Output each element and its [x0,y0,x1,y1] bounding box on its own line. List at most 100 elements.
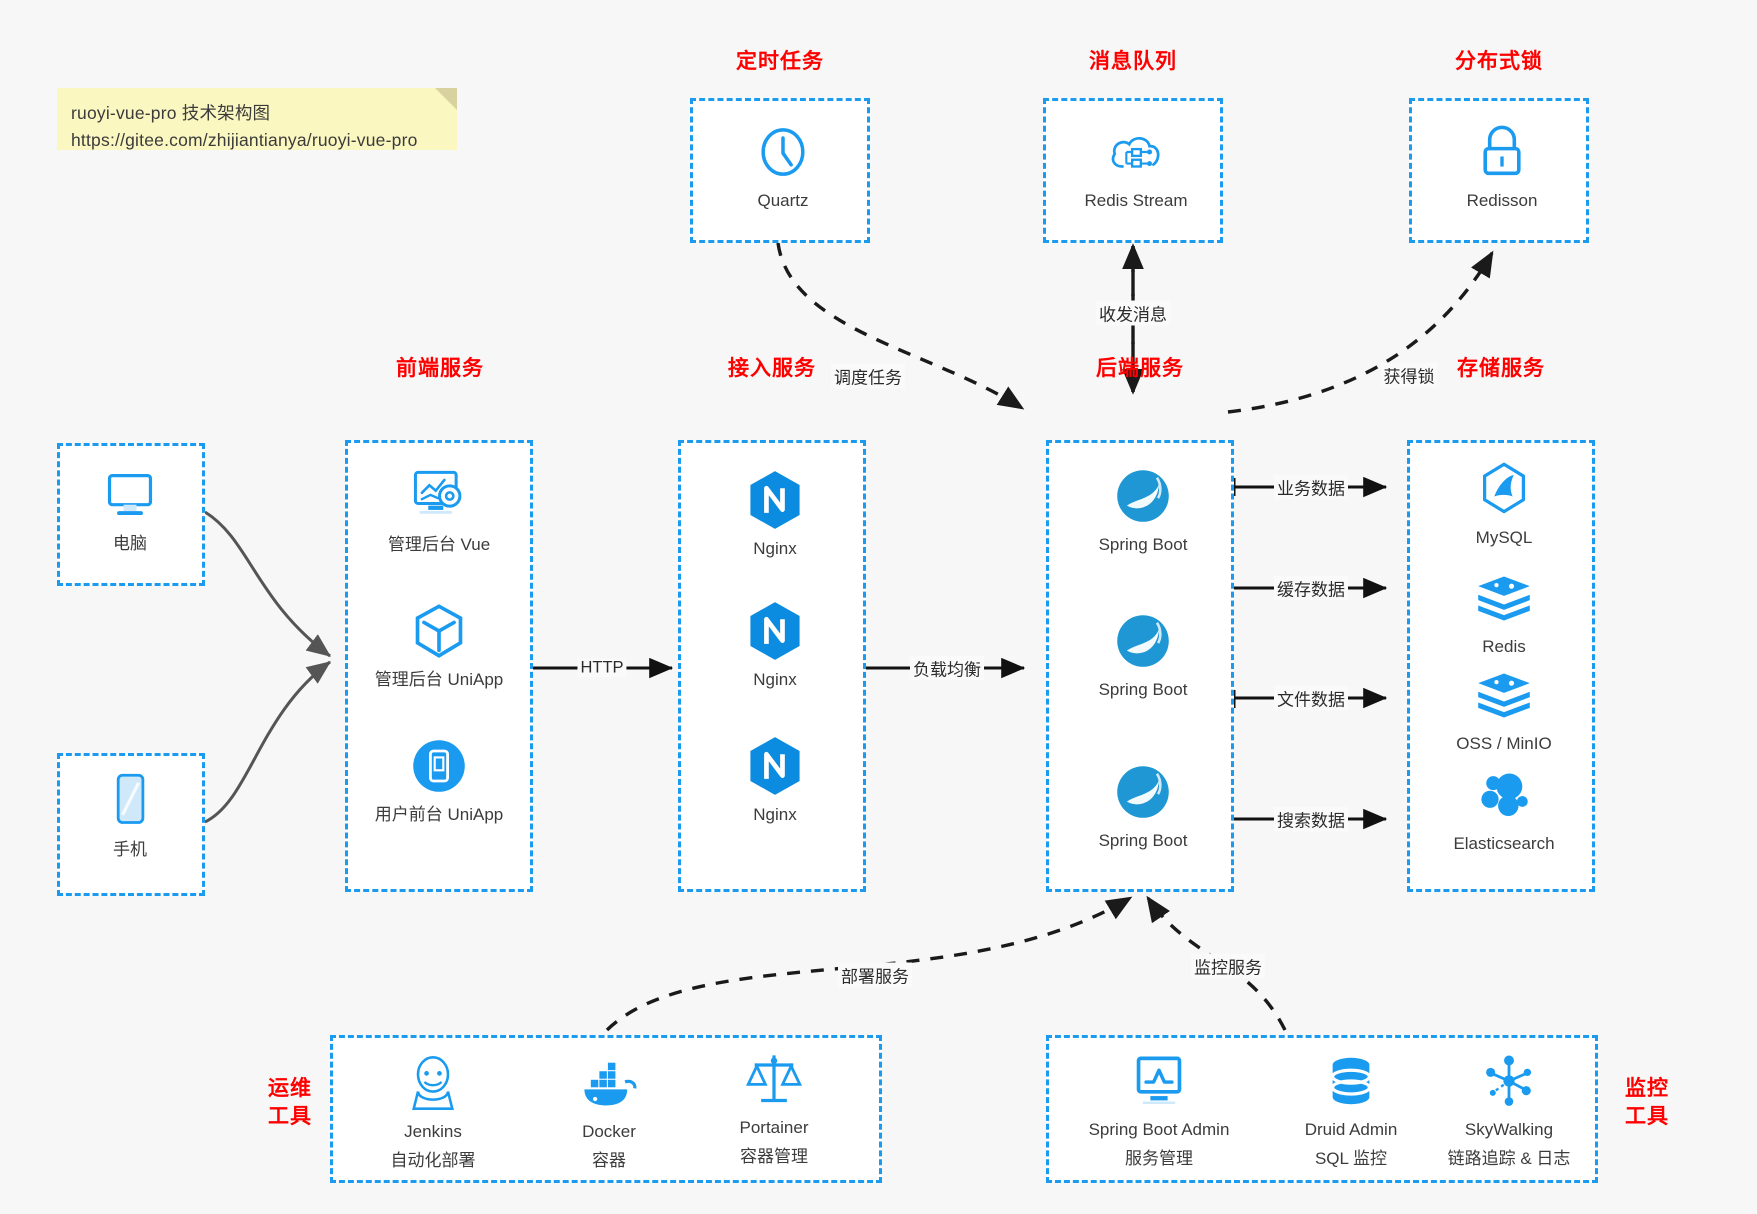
node-admin-uniapp[interactable]: 管理后台 UniApp [364,600,514,691]
node-label: Nginx [753,805,797,824]
node-label: Jenkins [404,1122,462,1141]
node-label: 管理后台 UniApp [374,670,504,689]
group-box-frontend: 管理后台 Vue 管理后台 UniApp 用户前台 UniApp [345,440,533,892]
node-label: 手机 [113,840,147,859]
edge-label-search-data: 搜索数据 [1274,806,1348,832]
node-mobile[interactable]: 手机 [59,770,201,861]
node-sublabel: 服务管理 [1125,1149,1193,1169]
node-mysql[interactable]: MySQL [1429,458,1579,549]
node-label: Spring Boot [1098,535,1188,554]
group-title-monitor-line2: 工具 [1625,1105,1669,1129]
node-label: Docker [582,1122,636,1141]
group-title-lock: 分布式锁 [1455,50,1543,73]
node-user-uniapp[interactable]: 用户前台 UniApp [364,735,514,826]
node-label: Druid Admin [1304,1120,1398,1139]
edge-label-send-receive-message: 收发消息 [1096,300,1170,326]
cube-icon [364,600,514,662]
docker-icon [534,1052,684,1114]
edge-label-file-data: 文件数据 [1274,685,1348,711]
node-nginx-2[interactable]: Nginx [700,600,850,691]
jenkins-icon [358,1052,508,1114]
node-sublabel: 容器管理 [740,1147,808,1167]
edge-label-monitor-service: 监控服务 [1191,953,1265,979]
group-box-client-desktop: 电脑 [57,443,205,586]
node-druid-admin[interactable]: Druid Admin SQL 监控 [1271,1050,1431,1171]
elasticsearch-icon [1429,764,1579,826]
node-elasticsearch[interactable]: Elasticsearch [1429,764,1579,855]
group-title-monitor-line1: 监控 [1625,1077,1669,1100]
node-label: Spring Boot [1098,680,1188,699]
edge-label-business-data: 业务数据 [1274,474,1348,500]
node-label: Spring Boot [1098,831,1188,850]
node-portainer[interactable]: Portainer 容器管理 [699,1048,849,1169]
node-label: Redis [1482,637,1526,656]
node-label: OSS / MinIO [1456,734,1552,753]
node-admin-vue[interactable]: 管理后台 Vue [364,465,514,556]
monitor-chart-icon [1064,1050,1254,1112]
node-spring-boot-2[interactable]: Spring Boot [1068,610,1218,701]
note-fold-corner [435,88,457,110]
group-box-client-mobile: 手机 [57,753,205,896]
node-spring-boot-3[interactable]: Spring Boot [1068,761,1218,852]
node-label: SkyWalking [1464,1120,1554,1139]
node-label: MySQL [1475,528,1533,547]
node-skywalking[interactable]: SkyWalking 链路追踪 & 日志 [1419,1050,1599,1171]
phone-app-icon [364,735,514,797]
node-label: 管理后台 Vue [387,535,491,554]
oss-icon [1429,664,1579,726]
node-label: Elasticsearch [1453,834,1555,853]
group-title-mq: 消息队列 [1089,50,1177,73]
node-quartz[interactable]: Quartz [708,121,858,212]
edge-label-schedule-task: 调度任务 [831,363,905,389]
note-url: https://gitee.com/zhijiantianya/ruoyi-vu… [71,130,418,151]
node-docker[interactable]: Docker 容器 [534,1052,684,1173]
group-title-devops-line2: 工具 [268,1105,312,1129]
node-label: Nginx [753,670,797,689]
node-redisson[interactable]: Redisson [1427,121,1577,212]
node-sublabel: 自动化部署 [390,1151,476,1171]
group-title-devops: 运维 工具 [255,1075,325,1132]
group-box-devops: Jenkins 自动化部署 Docker 容器 [330,1035,882,1183]
group-title-scheduler: 定时任务 [736,50,824,73]
portainer-icon [699,1048,849,1110]
edge-label-load-balance: 负载均衡 [910,655,984,681]
skywalking-icon [1419,1050,1599,1112]
node-label: Redis Stream [1084,191,1188,210]
group-box-monitor: Spring Boot Admin 服务管理 Druid Admin SQL 监… [1046,1035,1598,1183]
group-box-storage: MySQL Redis [1407,440,1595,892]
spring-boot-icon [1068,465,1218,527]
group-title-frontend: 前端服务 [396,357,484,380]
group-title-devops-line1: 运维 [268,1077,312,1100]
node-redis[interactable]: Redis [1429,567,1579,658]
group-box-lock: Redisson [1409,98,1589,243]
node-redis-stream[interactable]: Redis Stream [1061,121,1211,212]
nginx-icon [700,600,850,662]
node-sublabel: SQL 监控 [1314,1149,1388,1169]
node-nginx-3[interactable]: Nginx [700,735,850,826]
node-nginx-1[interactable]: Nginx [700,469,850,560]
node-spring-boot-1[interactable]: Spring Boot [1068,465,1218,556]
mobile-phone-icon [59,770,201,832]
cloud-stream-icon [1061,121,1211,183]
group-box-gateway: Nginx Nginx Nginx [678,440,866,892]
node-sublabel: 容器 [592,1151,626,1171]
node-label: 电脑 [113,534,147,553]
nginx-icon [700,469,850,531]
node-label: Portainer [739,1118,809,1137]
note-title: ruoyi-vue-pro 技术架构图 [71,103,271,123]
spring-boot-icon [1068,761,1218,823]
node-label: Spring Boot Admin [1088,1120,1230,1139]
group-title-storage: 存储服务 [1457,357,1545,380]
node-spring-boot-admin[interactable]: Spring Boot Admin 服务管理 [1064,1050,1254,1171]
node-desktop[interactable]: 电脑 [59,464,201,555]
edge-label-deploy-service: 部署服务 [838,962,912,988]
desktop-icon [59,464,201,526]
redis-icon [1429,567,1579,629]
group-title-monitor: 监控 工具 [1612,1075,1682,1132]
node-sublabel: 链路追踪 & 日志 [1447,1149,1571,1169]
group-title-backend: 后端服务 [1096,357,1184,380]
node-oss-minio[interactable]: OSS / MinIO [1429,664,1579,755]
node-jenkins[interactable]: Jenkins 自动化部署 [358,1052,508,1173]
padlock-icon [1427,121,1577,183]
